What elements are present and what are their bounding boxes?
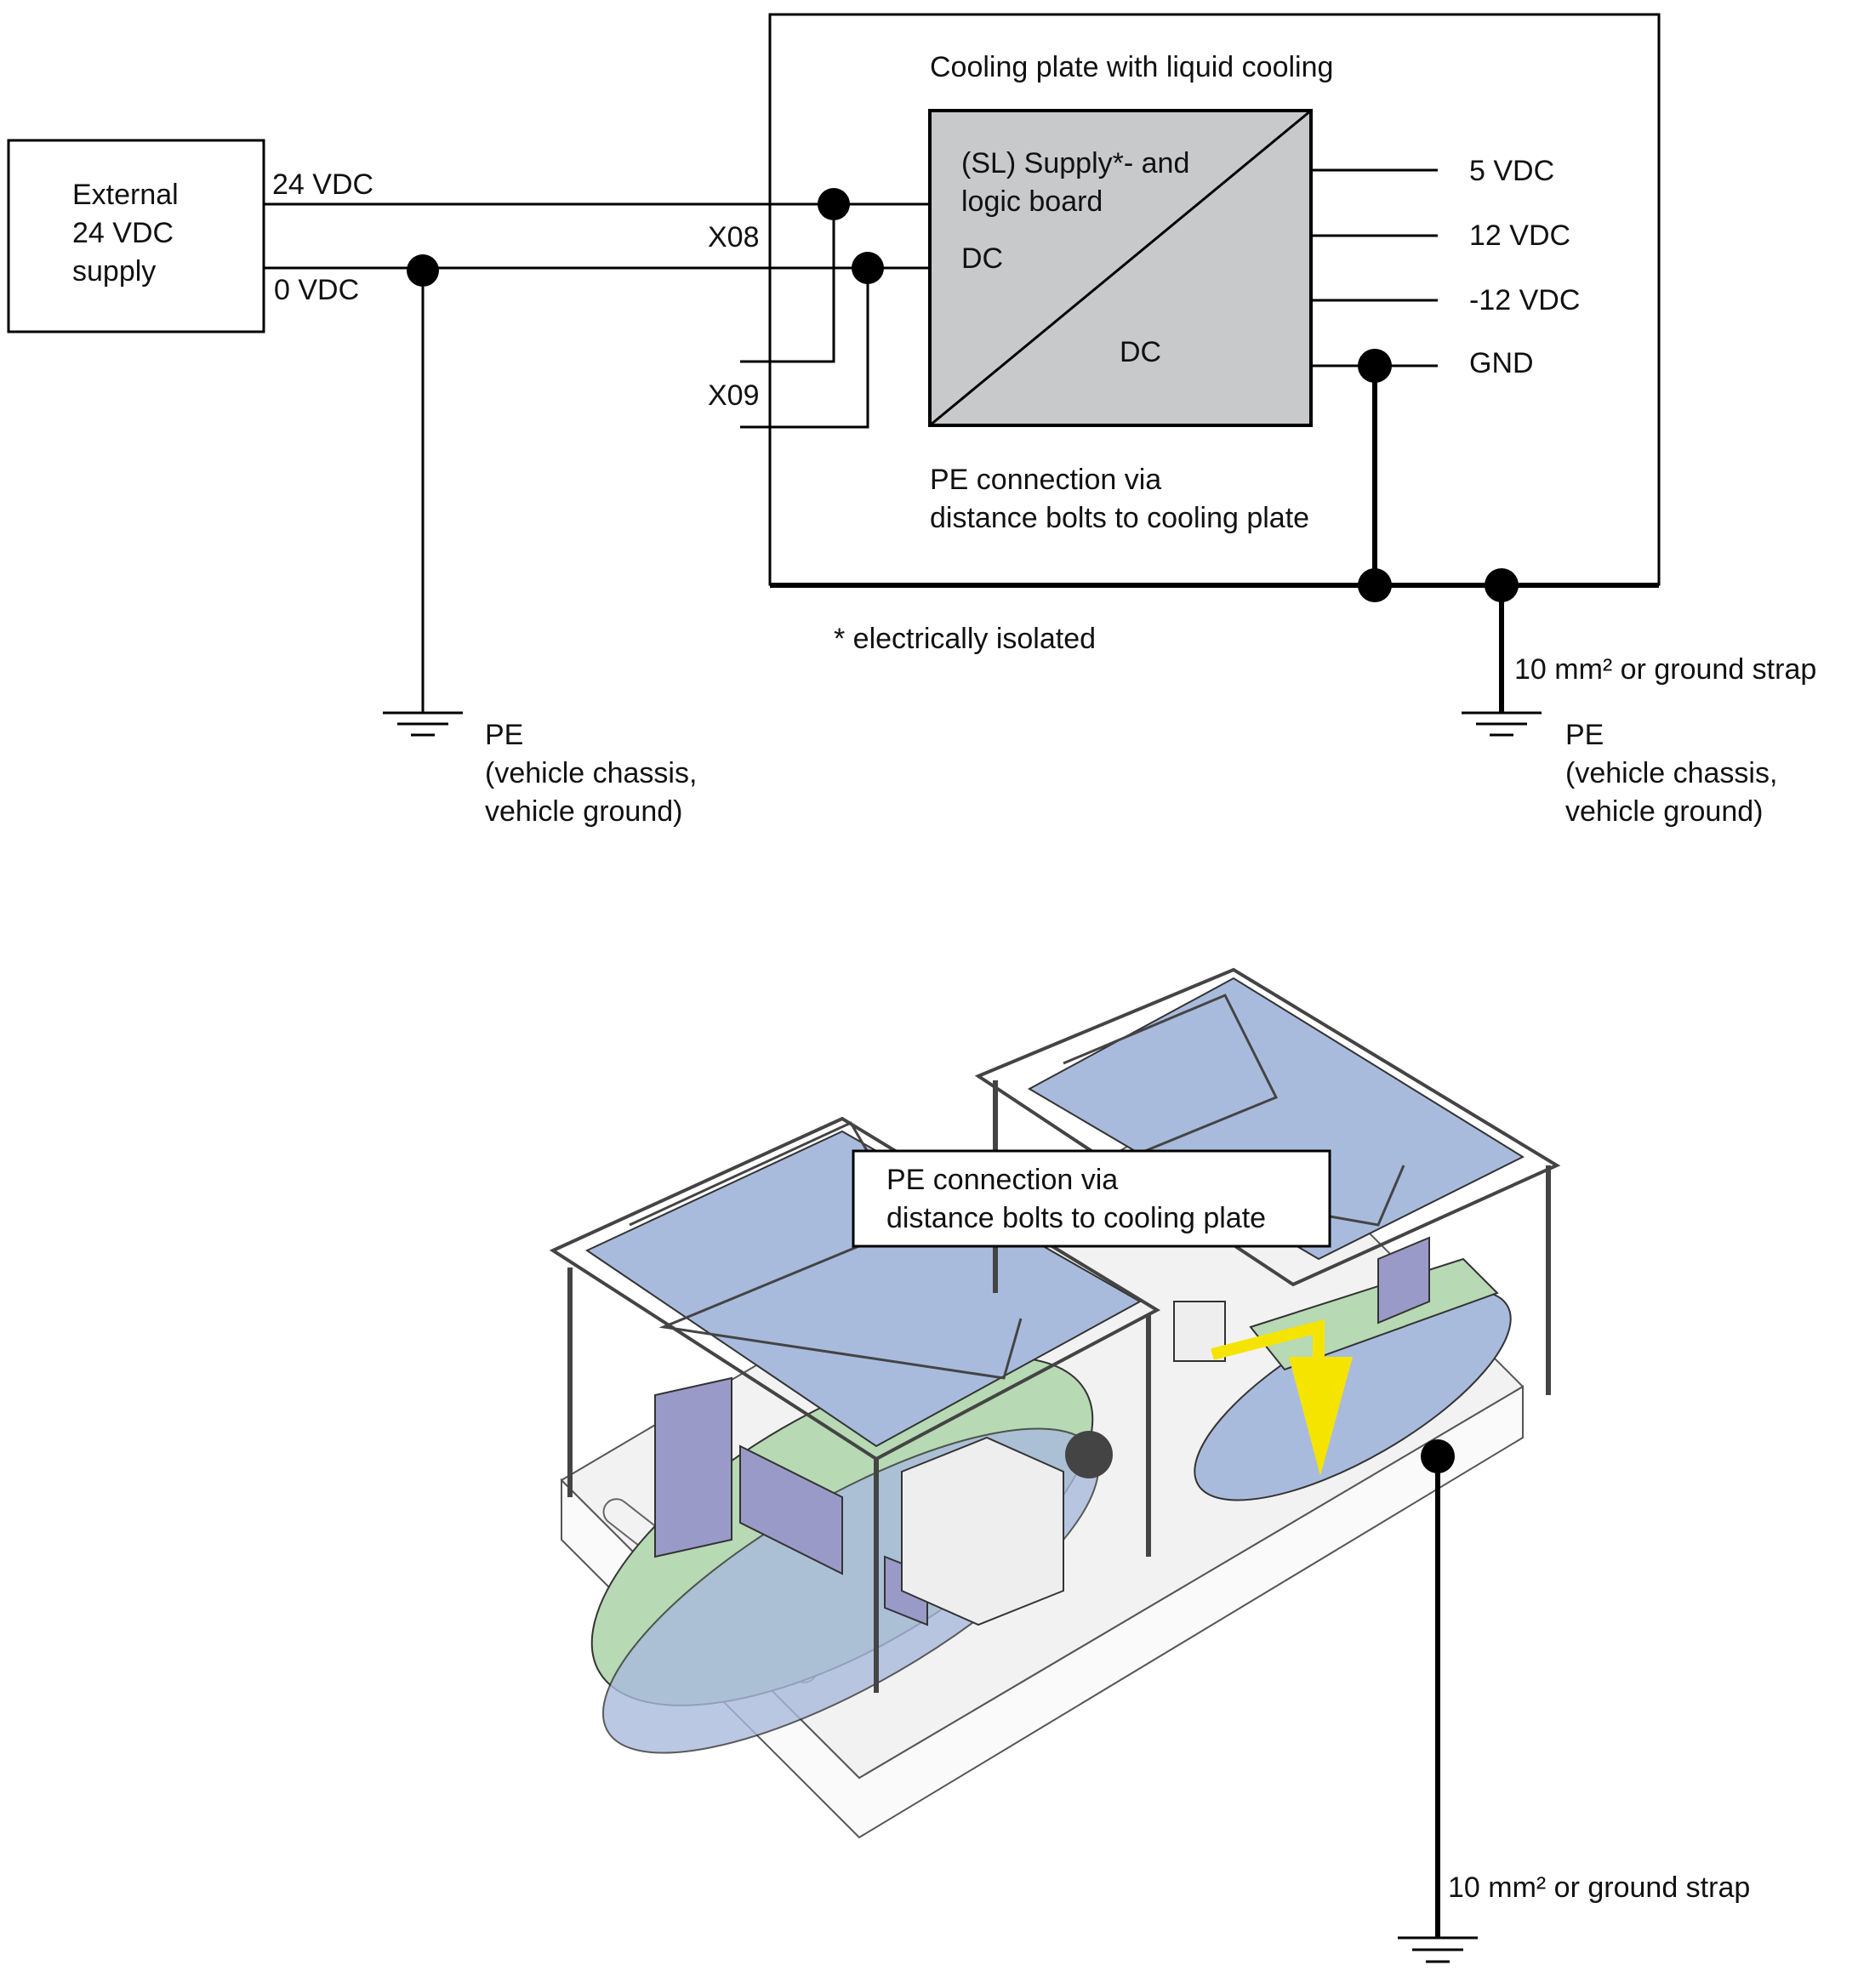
callout-label-1: PE connection via: [886, 1164, 1118, 1196]
frame-left-braces: [629, 1121, 1023, 1380]
isolated-note: * electrically isolated: [834, 623, 1096, 655]
component-purple-2: [739, 1444, 843, 1575]
output-minus12v-label: -12 VDC: [1469, 284, 1580, 316]
cooling-plate-title: Cooling plate with liquid cooling: [930, 51, 1333, 83]
output-5v-label: 5 VDC: [1469, 155, 1554, 187]
junction-0v-pe: [407, 254, 439, 287]
wire-0vdc-label: 0 VDC: [274, 274, 359, 306]
dc-dc-diagonal: [929, 109, 1312, 427]
assembly-illustration: [549, 967, 1561, 1839]
strap-bottom-label: 10 mm² or ground strap: [1448, 1871, 1750, 1904]
pe-right-label-3: vehicle ground): [1565, 795, 1763, 828]
junction-gnd: [1358, 349, 1392, 383]
junction-24v: [818, 188, 850, 220]
board-label-1: (SL) Supply*- and: [961, 147, 1189, 179]
pe-left-label-3: vehicle ground): [485, 795, 682, 828]
supply-label-1: External: [72, 179, 179, 211]
connector-x08-label: X08: [708, 221, 760, 253]
frame-right-braces: [1063, 994, 1405, 1227]
strap-top-label: 10 mm² or ground strap: [1514, 653, 1816, 686]
pe-left-label-1: PE: [485, 719, 523, 751]
callout-box: [852, 1149, 1331, 1248]
pe-note-label-2: distance bolts to cooling plate: [930, 502, 1309, 534]
dc-input-label: DC: [961, 242, 1003, 275]
output-gnd-label: GND: [1469, 347, 1534, 379]
pe-right-label-2: (vehicle chassis,: [1565, 757, 1777, 789]
output-12v-label: 12 VDC: [1469, 219, 1570, 252]
capacitor: [1065, 1431, 1113, 1478]
junction-plate-gnd: [1358, 568, 1392, 602]
x09-wire-0v: [740, 268, 869, 429]
dc-output-label: DC: [1120, 336, 1161, 368]
pe-left-label-2: (vehicle chassis,: [485, 757, 697, 789]
arrow-head: [1289, 1357, 1353, 1476]
transformer-block: [901, 1436, 1064, 1626]
junction-0v-x08: [852, 252, 884, 284]
frame-left: [549, 1116, 1161, 1461]
component-purple-1: [654, 1376, 732, 1558]
component-purple-4: [1377, 1236, 1430, 1324]
x09-wire-24v: [740, 204, 835, 363]
external-supply-box: [7, 139, 265, 333]
supply-label-2: 24 VDC: [72, 217, 174, 249]
wire-24vdc-label: 24 VDC: [272, 168, 373, 201]
pe-note-label-1: PE connection via: [930, 464, 1161, 496]
connector-x09-label: X09: [708, 379, 760, 412]
callout-label-2: distance bolts to cooling plate: [886, 1202, 1266, 1234]
pe-right-label-1: PE: [1565, 719, 1604, 751]
board-label-2: logic board: [961, 185, 1103, 218]
supply-label-3: supply: [72, 255, 156, 288]
